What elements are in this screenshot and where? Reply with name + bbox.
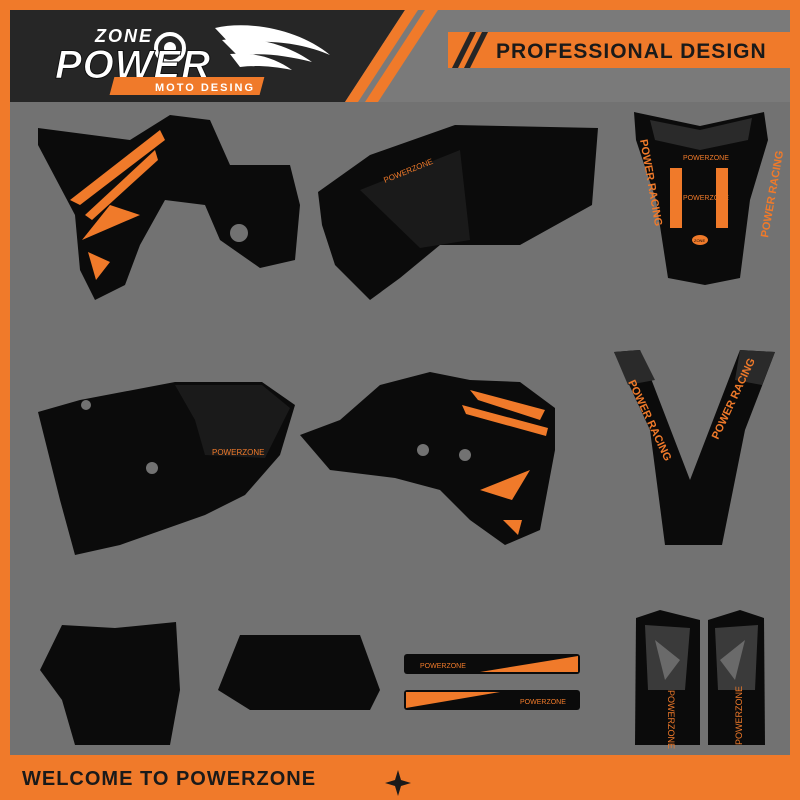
footer: WELCOME TO POWERZONE bbox=[0, 755, 800, 800]
brand-label-fender-b: POWERZONE bbox=[683, 195, 729, 202]
swingarm-decal-bottom: POWERZONE bbox=[404, 690, 580, 710]
side-panel-decal-middle: POWERZONE bbox=[38, 382, 295, 555]
welcome-text: WELCOME TO POWERZONE bbox=[22, 768, 316, 790]
wheel-icon bbox=[154, 32, 186, 64]
brand-label-fork-right: POWERZONE bbox=[734, 686, 744, 745]
tagline-text: PROFESSIONAL DESIGN bbox=[496, 40, 767, 63]
tagline-box bbox=[448, 32, 790, 68]
badge-label-fender: ZONE bbox=[694, 238, 705, 243]
swingarm-decal-top: POWERZONE bbox=[404, 654, 580, 674]
shroud-decal-left bbox=[38, 115, 300, 300]
logo-sub-text: MOTO DESING bbox=[155, 82, 255, 94]
brand-label-fender-a: POWERZONE bbox=[683, 155, 729, 162]
side-panel-decal-top: POWERZONE bbox=[318, 125, 598, 300]
brand-label-swingarm-top: POWERZONE bbox=[420, 663, 466, 670]
fork-guard-decal-left: POWERZONE bbox=[635, 610, 700, 749]
number-plate-decal bbox=[40, 622, 180, 745]
logo-wing-icon bbox=[215, 25, 330, 70]
brand-label-side-middle: POWERZONE bbox=[212, 448, 264, 457]
sparkle-icon bbox=[385, 770, 411, 796]
header: ZONE POWER MOTO DESING PROFESSIONAL DESI… bbox=[10, 10, 790, 102]
logo-top-text: ZONE bbox=[94, 26, 153, 46]
brand-label-fork-left: POWERZONE bbox=[666, 690, 676, 749]
shroud-decal-right bbox=[300, 372, 555, 545]
front-fender-decal: POWER RACING POWER RACING POWERZONE POWE… bbox=[634, 112, 786, 285]
logo-sub-bar bbox=[109, 77, 265, 95]
side-plate-decal bbox=[218, 635, 380, 710]
brand-label-swingarm-bottom: POWERZONE bbox=[520, 699, 566, 706]
fork-guard-decal-right: POWERZONE bbox=[708, 610, 765, 745]
